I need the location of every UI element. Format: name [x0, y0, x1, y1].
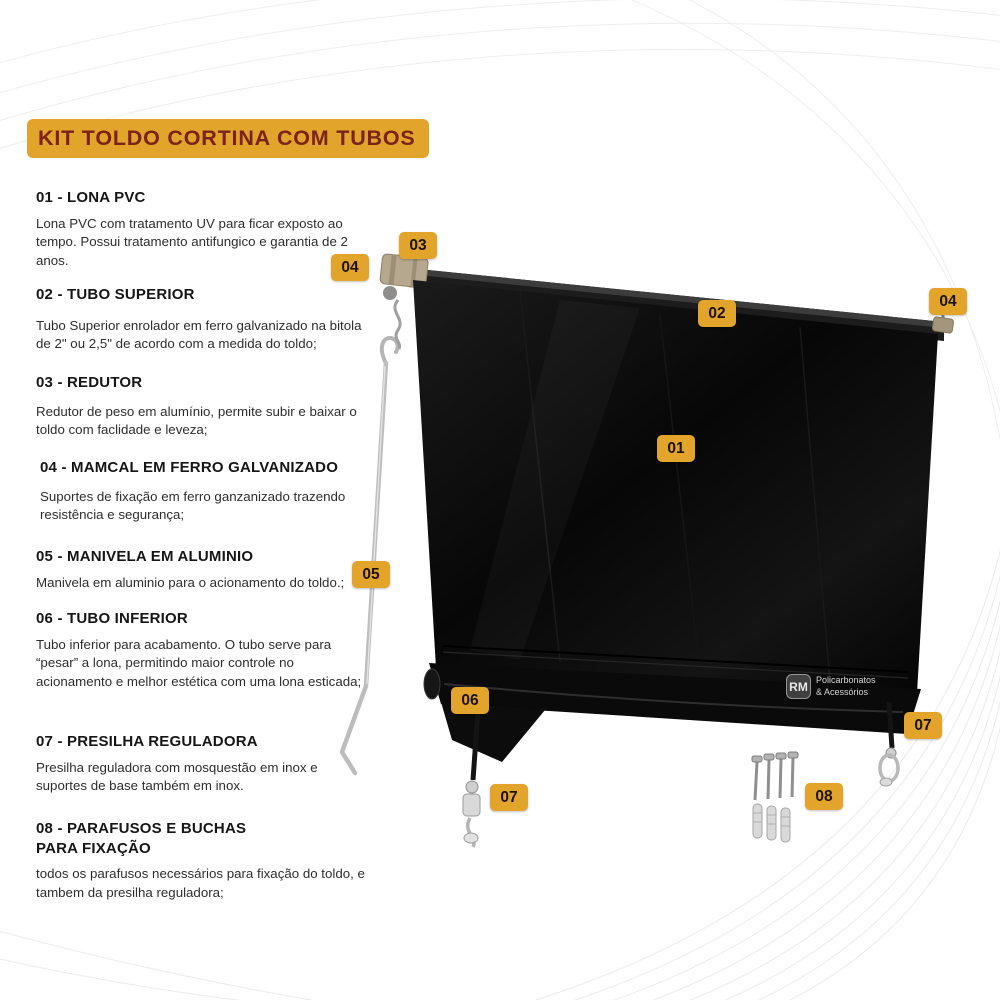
section-07-presilha: 07 - PRESILHA REGULADORA Presilha regula…: [36, 732, 370, 796]
crank-handle-icon: [339, 335, 400, 776]
part-heading: 08 - PARAFUSOS E BUCHAS PARA FIXAÇÃO: [36, 820, 247, 857]
part-heading: 05 - MANIVELA EM ALUMINIO: [36, 548, 254, 565]
part-heading: 07 - PRESILHA REGULADORA: [36, 733, 258, 750]
section-06-tubo-inferior: 06 - TUBO INFERIOR Tubo inferior para ac…: [36, 609, 370, 692]
brand-watermark: RM Policarbonatos & Acessórios: [786, 674, 876, 699]
badge-07-presilha-left: 07: [490, 784, 528, 811]
section-02-tubo-superior: 02 - TUBO SUPERIOR Tubo Superior enrolad…: [36, 285, 370, 354]
part-text: Redutor de peso em alumínio, permite sub…: [36, 403, 357, 438]
part-text: Manivela em aluminio para o acionamento …: [36, 574, 345, 590]
section-08-parafusos: 08 - PARAFUSOS E BUCHAS PARA FIXAÇÃO tod…: [36, 819, 370, 903]
badge-03-redutor: 03: [399, 232, 437, 259]
part-heading: 06 - TUBO INFERIOR: [36, 610, 188, 627]
badge-02-tubo-superior: 02: [698, 300, 736, 327]
part-heading: 02 - TUBO SUPERIOR: [36, 286, 195, 303]
section-04-mamcal: 04 - MAMCAL EM FERRO GALVANIZADO Suporte…: [40, 458, 374, 525]
badge-08-parafusos: 08: [805, 783, 843, 810]
strap-clip-left-icon: [462, 709, 481, 848]
bottom-tube-icon: [423, 663, 921, 762]
section-03-redutor: 03 - REDUTOR Redutor de peso em alumínio…: [36, 373, 370, 440]
badge-04-mamcal-right: 04: [929, 288, 967, 315]
section-01-lona-pvc: 01 - LONA PVC Lona PVC com tratamento UV…: [36, 188, 370, 271]
part-heading: 03 - REDUTOR: [36, 374, 143, 391]
tarp-canvas-icon: [413, 280, 938, 693]
badge-04-mamcal-left: 04: [331, 254, 369, 281]
badge-05-manivela: 05: [352, 561, 390, 588]
section-05-manivela: 05 - MANIVELA EM ALUMINIO Manivela em al…: [36, 547, 370, 592]
badge-07-presilha-right: 07: [904, 712, 942, 739]
part-text: Tubo Superior enrolador em ferro galvani…: [36, 317, 362, 352]
part-text: Suportes de fixação em ferro ganzanizado…: [40, 488, 346, 523]
reducer-gear-icon: [379, 253, 429, 350]
badge-06-tubo-inferior: 06: [451, 687, 489, 714]
page-title: KIT TOLDO CORTINA COM TUBOS: [27, 119, 429, 158]
part-heading: 01 - LONA PVC: [36, 189, 146, 206]
part-text: Presilha reguladora com mosquestão em in…: [36, 759, 318, 794]
part-text: Tubo inferior para acabamento. O tubo se…: [36, 636, 362, 690]
brand-text: Policarbonatos & Acessórios: [816, 675, 876, 697]
badge-01-lona: 01: [657, 435, 695, 462]
strap-clip-right-icon: [878, 701, 900, 787]
part-text: Lona PVC com tratamento UV para ficar ex…: [36, 215, 348, 269]
part-text: todos os parafusos necessários para fixa…: [36, 866, 365, 900]
brand-logo: RM: [786, 674, 811, 699]
screws-anchors-icon: [751, 751, 799, 843]
part-heading: 04 - MAMCAL EM FERRO GALVANIZADO: [40, 459, 339, 476]
